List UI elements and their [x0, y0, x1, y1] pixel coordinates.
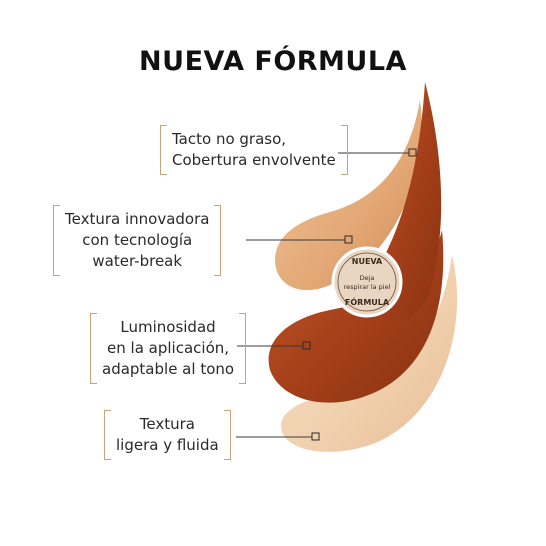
- callout-no-greasy: Tacto no graso, Cobertura envolvente: [160, 125, 348, 175]
- callout-light-texture: Textura ligera y fluida: [104, 410, 231, 460]
- marker-3: [302, 341, 311, 350]
- callout-4-line-1: Textura: [139, 415, 195, 433]
- badge-middle-line1: Deja: [360, 274, 375, 282]
- callout-1-line-2: Cobertura envolvente: [172, 151, 336, 169]
- marker-2: [344, 235, 353, 244]
- badge-bottom-text: FÓRMULA: [345, 296, 390, 307]
- page-title: NUEVA FÓRMULA: [139, 46, 407, 77]
- callout-3-line-2: en la aplicación,: [107, 339, 230, 357]
- badge-middle-line2: respirar la piel: [344, 283, 391, 291]
- callout-1-line-1: Tacto no graso,: [172, 130, 287, 148]
- new-formula-badge: NUEVA Deja respirar la piel FÓRMULA: [331, 246, 403, 318]
- mid-swatch: [275, 100, 422, 291]
- callout-4-line-2: ligera y fluida: [116, 436, 219, 454]
- badge-top-text: NUEVA: [352, 257, 383, 266]
- callout-3-line-1: Luminosidad: [120, 318, 216, 336]
- marker-4: [311, 432, 320, 441]
- callout-innovative-texture: Textura innovadora con tecnología water-…: [53, 205, 222, 276]
- callout-2-line-1: Textura innovadora: [65, 210, 210, 228]
- callout-luminosity: Luminosidad en la aplicación, adaptable …: [90, 313, 247, 384]
- marker-1: [408, 148, 417, 157]
- callout-2-line-3: water-break: [92, 252, 183, 270]
- dark-swatch-lower: [268, 230, 444, 403]
- callout-3-line-3: adaptable al tono: [102, 360, 235, 378]
- light-swatch: [281, 255, 458, 452]
- callout-2-line-2: con tecnología: [82, 231, 193, 249]
